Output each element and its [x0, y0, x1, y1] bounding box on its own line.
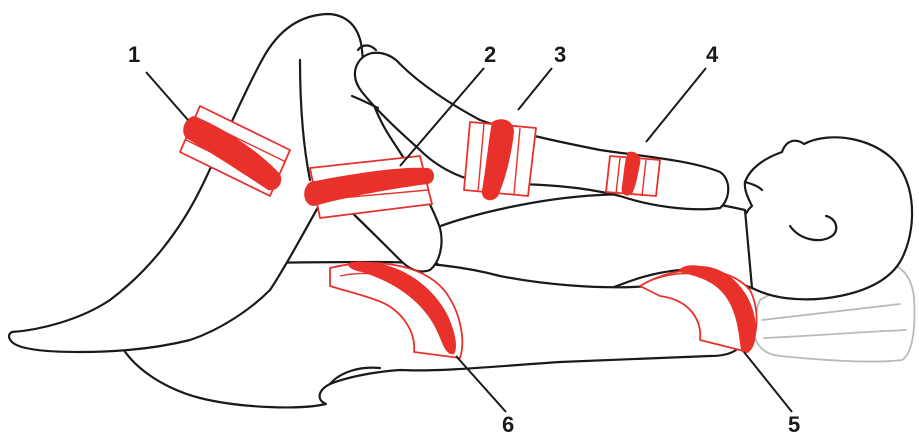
leader-3 — [518, 68, 552, 110]
cuff-3 — [464, 119, 536, 200]
leader-5 — [744, 352, 792, 412]
marker-3: 3 — [554, 42, 566, 67]
leader-4 — [646, 68, 706, 142]
marker-2: 2 — [484, 42, 496, 67]
marker-1: 1 — [128, 42, 140, 67]
leader-1 — [146, 72, 188, 120]
marker-6: 6 — [502, 412, 514, 437]
marker-5: 5 — [788, 412, 800, 437]
head — [740, 137, 913, 299]
marker-4: 4 — [706, 42, 719, 67]
